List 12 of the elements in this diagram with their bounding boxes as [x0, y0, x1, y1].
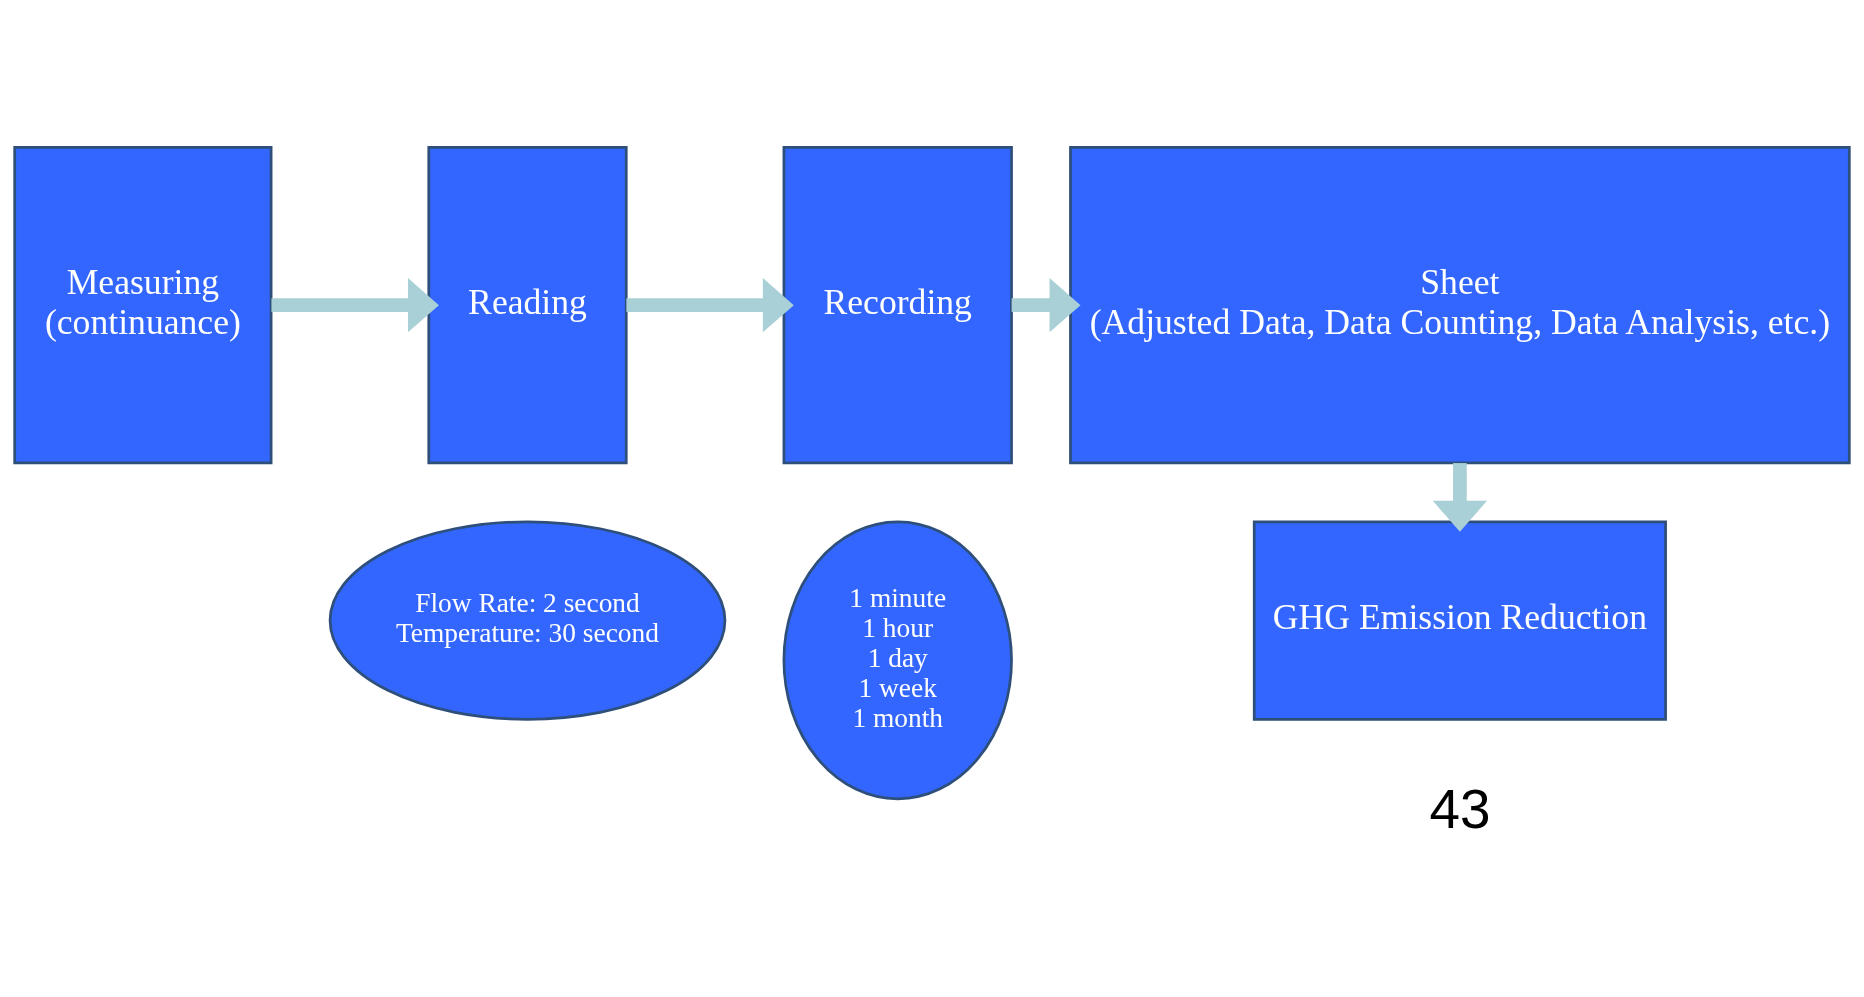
arrow — [1432, 463, 1487, 532]
arrow — [1011, 278, 1081, 333]
node-box: Reading — [427, 146, 628, 465]
node-box: Sheet (Adjusted Data, Data Counting, Data Analysis, etc.) — [1069, 146, 1851, 465]
arrow — [271, 278, 439, 333]
node-ellipse: Flow Rate: 2 second Temperature: 30 second — [328, 520, 727, 721]
node-ellipse: 1 minute 1 hour 1 day 1 week 1 month — [782, 520, 1013, 801]
arrow — [626, 278, 794, 333]
node-box: GHG Emission Reduction — [1252, 520, 1667, 721]
node-box: Recording — [782, 146, 1013, 465]
label: 43 — [1429, 777, 1491, 840]
node-box: Measuring (continuance) — [13, 146, 273, 465]
